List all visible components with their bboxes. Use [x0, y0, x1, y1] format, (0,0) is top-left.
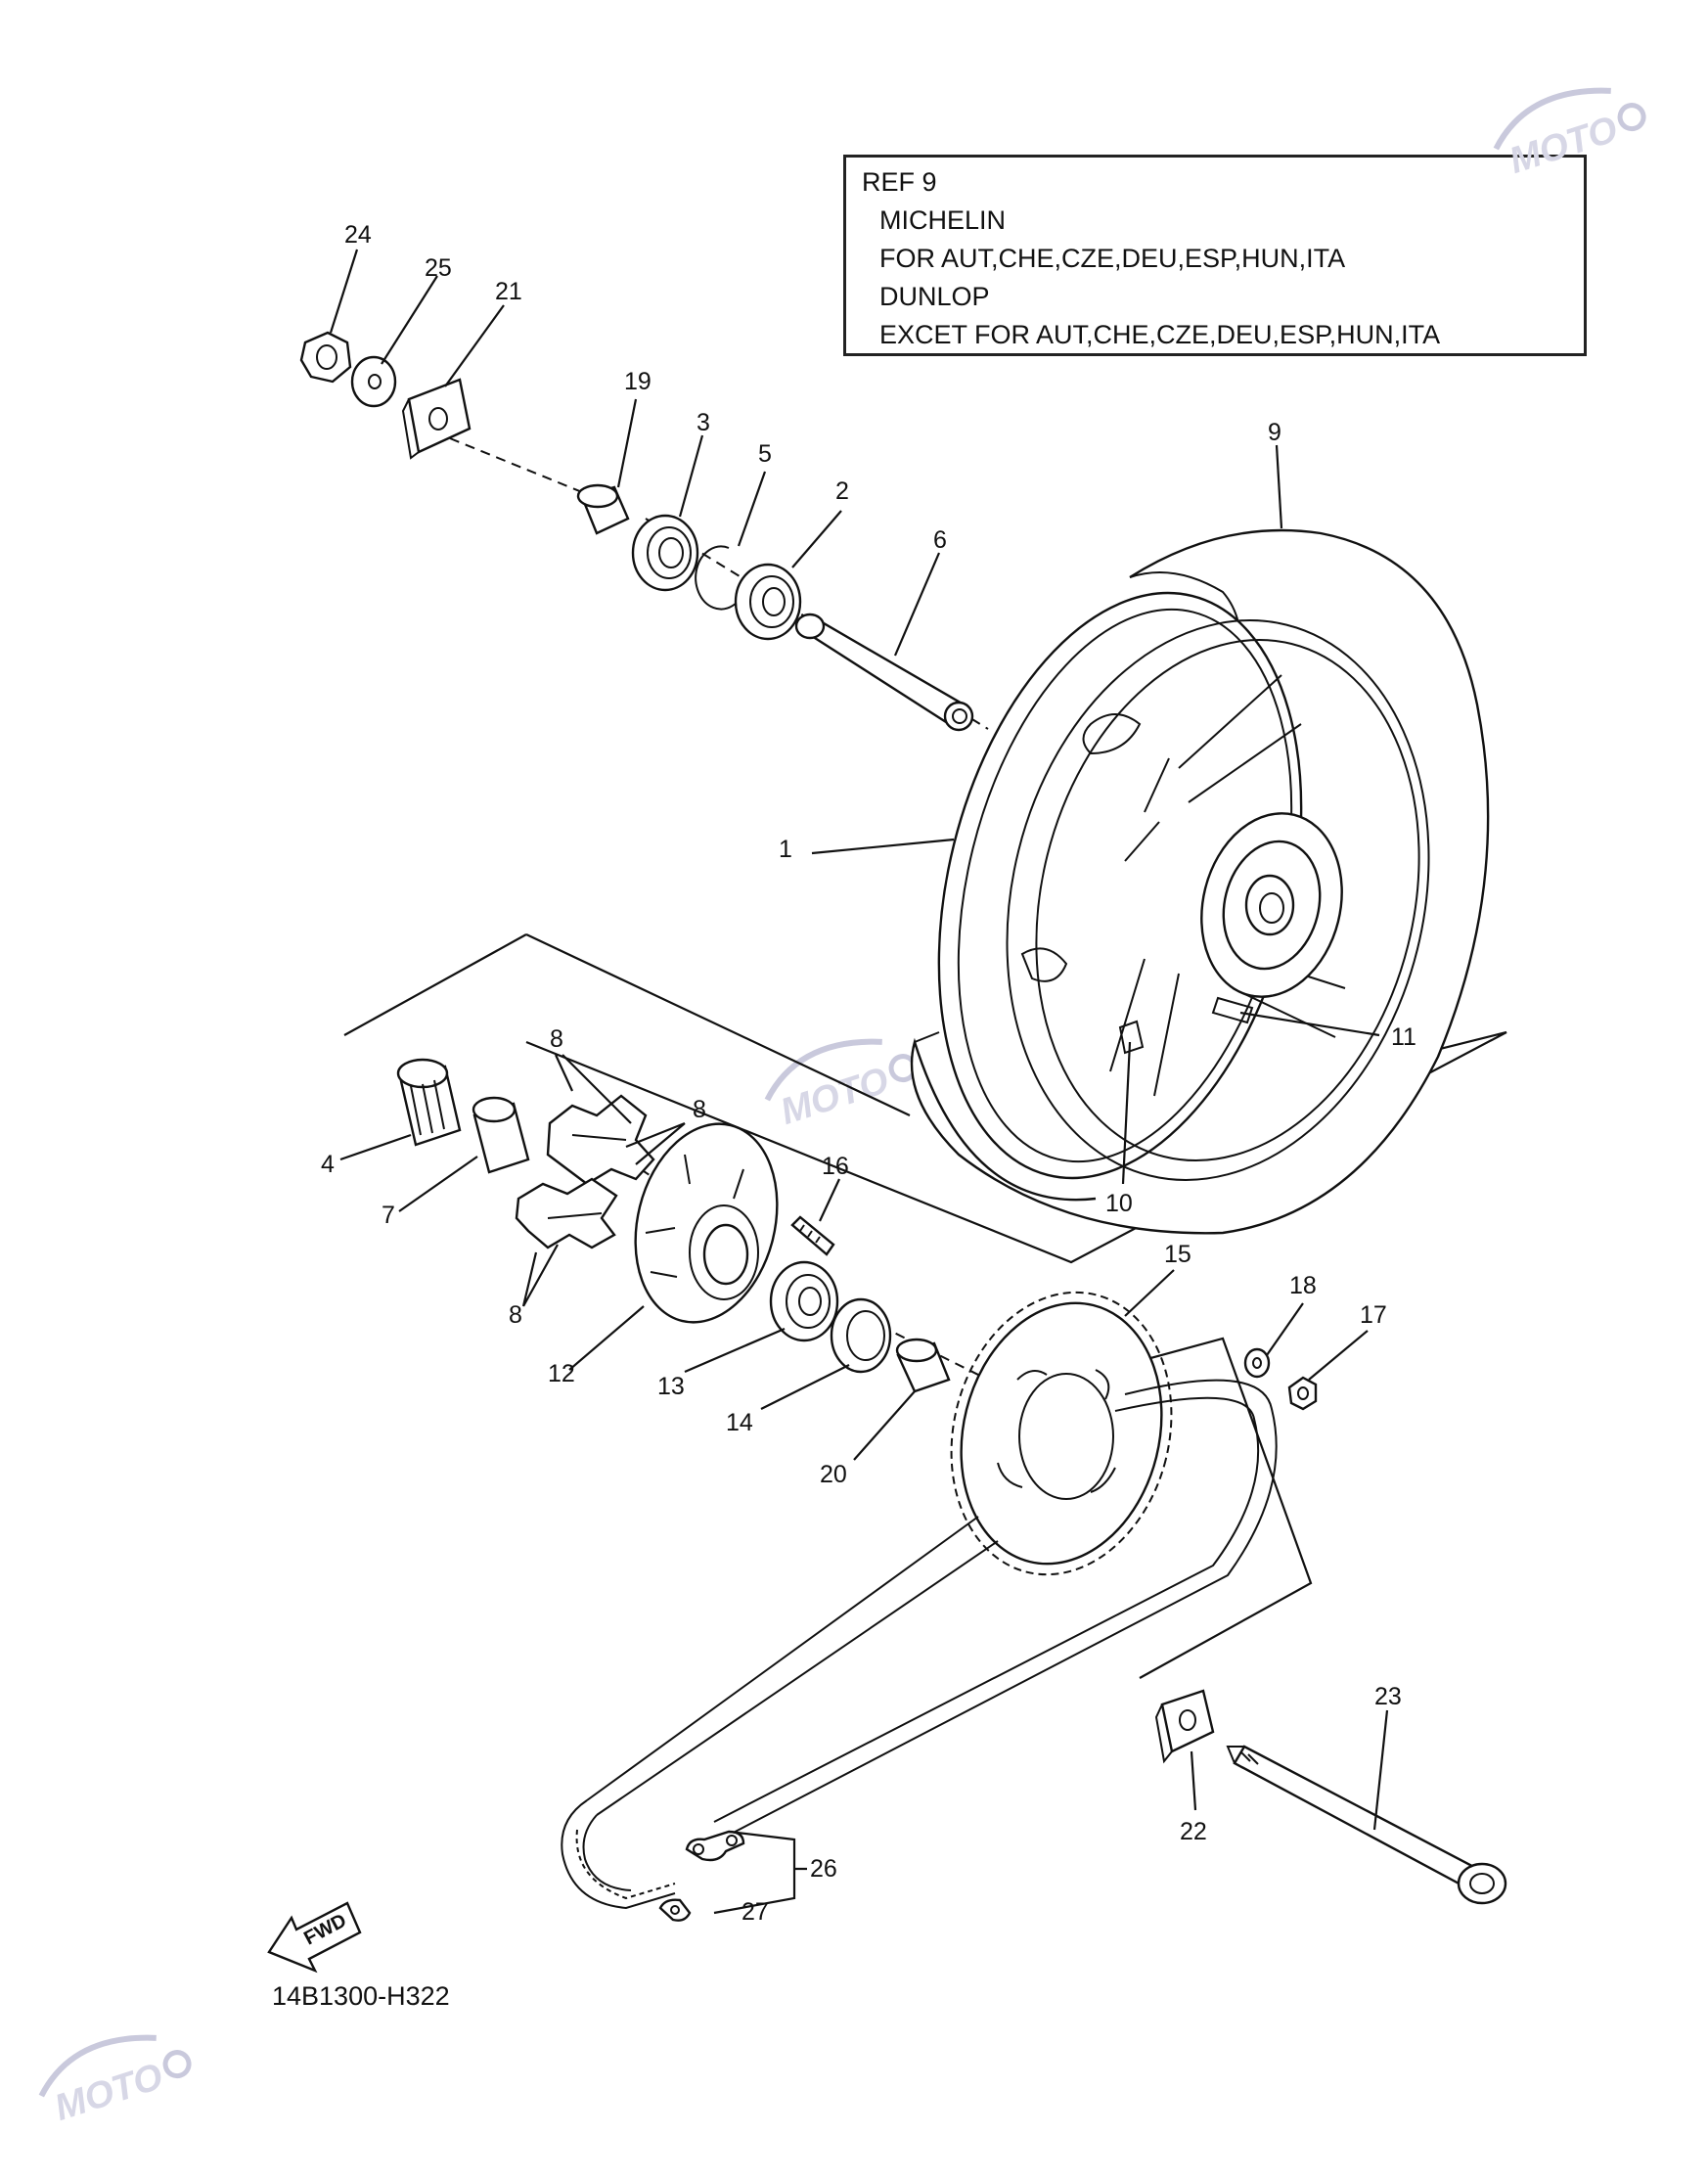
callout-23: 23 [1374, 1683, 1402, 1710]
callout-12: 12 [548, 1360, 575, 1387]
part-26-chain-joint [685, 1830, 745, 1862]
part-3-bearing [631, 514, 699, 592]
part-10-balancer-weight [1118, 1020, 1145, 1055]
part-2-bearing [734, 563, 802, 641]
part-1-rim [937, 591, 1430, 1181]
callout-11: 11 [1391, 1023, 1416, 1051]
callout-3: 3 [697, 409, 710, 436]
part-25-washer [350, 355, 397, 408]
part-15-sprocket [950, 1291, 1173, 1576]
callout-19: 19 [624, 368, 652, 395]
part-13-bearing [769, 1260, 839, 1342]
part-6-spacer-tube [794, 613, 974, 732]
callout-13: 13 [657, 1373, 685, 1400]
watermark-text: MOTO [50, 2056, 168, 2129]
part-23-axle [1226, 1745, 1507, 1905]
callout-8-right: 8 [693, 1096, 706, 1123]
callout-5: 5 [758, 440, 772, 468]
part-20-collar [895, 1338, 951, 1393]
drive-chain [561, 1379, 1278, 1910]
part-18-washer [1243, 1347, 1271, 1379]
part-16-stud-bolt [790, 1215, 835, 1256]
callout-8-bottom: 8 [509, 1301, 522, 1329]
diagram-code: 14B1300-H322 [272, 1981, 450, 2011]
callout-8-top: 8 [550, 1025, 563, 1053]
part-22-adjuster-plate [1154, 1689, 1215, 1764]
watermark-text: MOTO [776, 1060, 894, 1133]
callout-26: 26 [810, 1855, 837, 1883]
callout-24: 24 [344, 221, 372, 249]
reference-box: REF 9 MICHELIN FOR AUT,CHE,CZE,DEU,ESP,H… [843, 155, 1587, 356]
callout-16: 16 [822, 1153, 849, 1180]
ref-line-3: FOR AUT,CHE,CZE,DEU,ESP,HUN,ITA [879, 244, 1346, 273]
part-12-sprocket-hub [634, 1122, 779, 1324]
watermark-top-right: MOTO [1493, 87, 1646, 182]
callout-10: 10 [1105, 1190, 1133, 1217]
part-11-valve [1211, 996, 1254, 1024]
ref-line-2: MICHELIN [879, 205, 1007, 235]
callout-18: 18 [1289, 1272, 1317, 1299]
part-24-nut [299, 331, 352, 384]
ref-line-5: EXCET FOR AUT,CHE,CZE,DEU,ESP,HUN,ITA [879, 320, 1441, 349]
part-17-nut [1287, 1376, 1318, 1411]
watermark-text: MOTO [1505, 109, 1623, 182]
callout-25: 25 [425, 254, 452, 282]
callout-15: 15 [1164, 1241, 1191, 1268]
part-21-adjuster-plate [401, 378, 472, 460]
callout-1: 1 [779, 836, 792, 863]
part-7-collar [472, 1096, 530, 1174]
callout-20: 20 [820, 1461, 847, 1488]
part-4-bearing [396, 1058, 462, 1147]
part-19-collar [576, 483, 630, 535]
part-27-joint-clip [658, 1898, 692, 1922]
ref-line-1: REF 9 [862, 167, 937, 197]
part-14-oil-seal [830, 1297, 892, 1374]
callout-4: 4 [321, 1151, 335, 1178]
fwd-arrow-icon: FWD [267, 1901, 362, 1974]
leader-lines [329, 249, 1389, 1915]
callout-numbers: 24 25 21 19 3 5 2 6 9 1 11 10 8 8 8 4 7 … [321, 221, 1416, 1926]
watermark-center: MOTO [764, 1038, 918, 1133]
callout-7: 7 [382, 1202, 395, 1229]
part-8-dampers [515, 1094, 655, 1249]
callout-14: 14 [726, 1409, 753, 1436]
ref-line-4: DUNLOP [879, 282, 990, 311]
callout-27: 27 [742, 1898, 769, 1926]
watermark-bottom-left: MOTO [38, 2034, 192, 2129]
callout-17: 17 [1360, 1301, 1387, 1329]
callout-9: 9 [1268, 419, 1281, 446]
callout-21: 21 [495, 278, 522, 305]
callout-6: 6 [933, 526, 947, 554]
callout-22: 22 [1180, 1818, 1207, 1845]
callout-2: 2 [835, 477, 849, 505]
